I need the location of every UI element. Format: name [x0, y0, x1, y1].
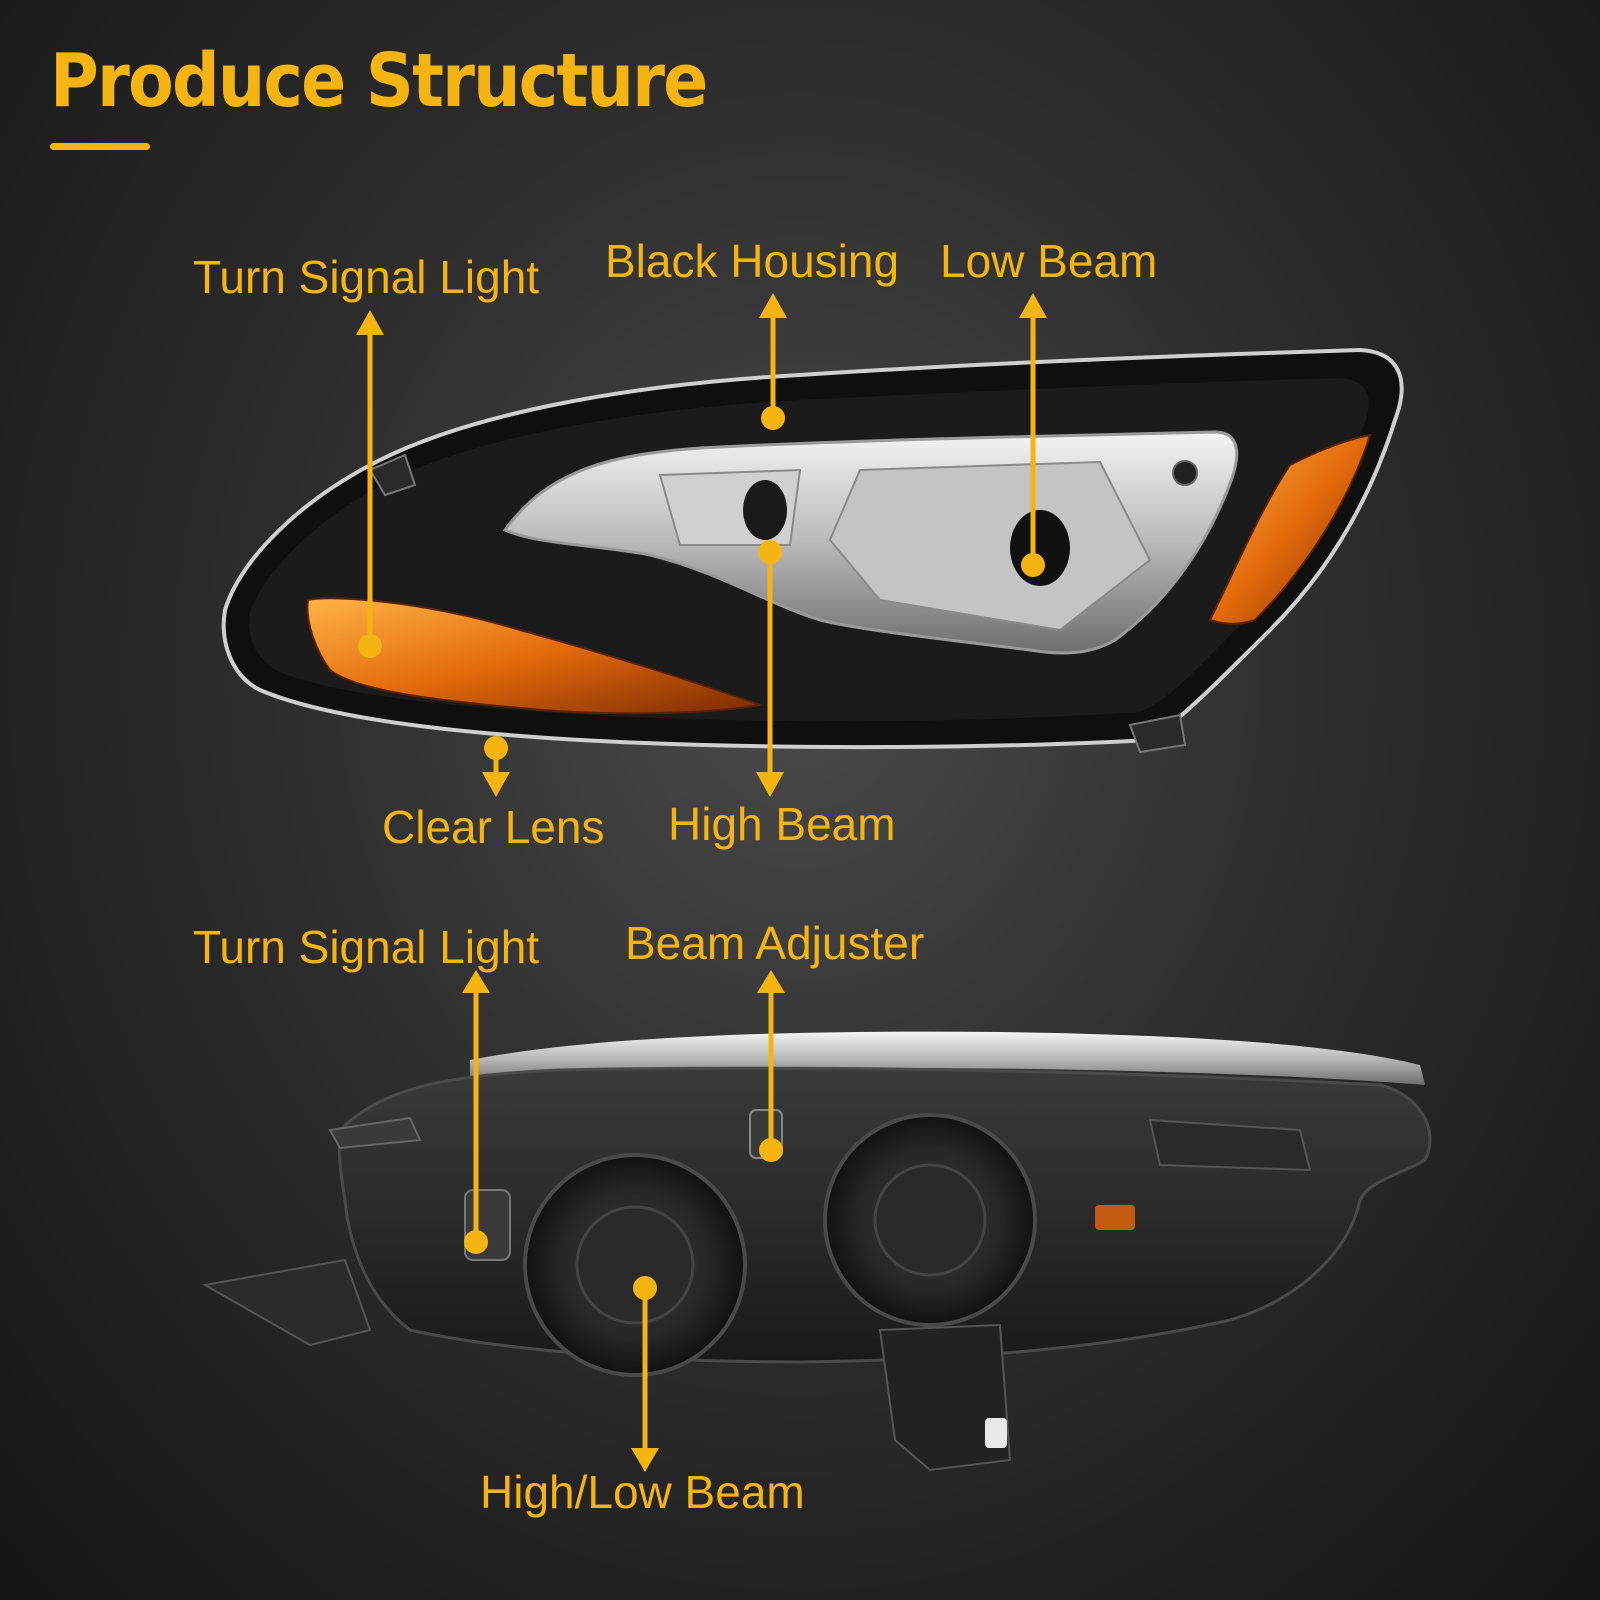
- callout-dot: [1021, 553, 1045, 577]
- high-low-beam-cap-center: [575, 1205, 695, 1325]
- label-beam-adjuster: Beam Adjuster: [625, 917, 925, 969]
- callout-dot: [758, 540, 782, 564]
- label-high-beam: High Beam: [668, 798, 896, 850]
- label-rear-turn-signal: Turn Signal Light: [193, 921, 540, 973]
- adjuster-screw: [1172, 460, 1198, 486]
- low-beam-reflector: [828, 460, 1152, 632]
- callout-dot: [484, 736, 508, 760]
- callout-arrow: [462, 970, 490, 993]
- callout-arrow: [757, 970, 785, 993]
- front-headlight: [221, 347, 1404, 754]
- callouts: [356, 293, 1047, 1472]
- right-bracket: [1148, 1118, 1312, 1172]
- callout-arrow: [631, 1448, 659, 1472]
- rear-headlight: [202, 1031, 1432, 1472]
- callout-dot: [633, 1276, 657, 1300]
- label-front-turn-signal: Turn Signal Light: [193, 251, 540, 303]
- label-low-beam: Low Beam: [940, 235, 1158, 287]
- left-bracket: [202, 1258, 372, 1347]
- label-clear-lens: Clear Lens: [382, 801, 605, 853]
- mounting-tab: [368, 453, 417, 497]
- callout-dot: [761, 406, 785, 430]
- white-clip: [985, 1418, 1007, 1448]
- callout-arrow: [756, 772, 784, 797]
- callout-arrow: [1019, 293, 1047, 318]
- label-black-housing: Black Housing: [605, 235, 900, 287]
- second-bulb-cap-center: [873, 1163, 987, 1277]
- high-beam-bulb: [743, 480, 787, 540]
- callout-dot: [358, 634, 382, 658]
- callout-dot: [464, 1230, 488, 1254]
- title-underline: [50, 143, 150, 150]
- orange-connector: [1095, 1205, 1135, 1230]
- page-title: Produce Structure: [50, 38, 708, 124]
- callout-arrow: [759, 293, 787, 318]
- top-clip: [328, 1116, 422, 1150]
- callout-arrow: [482, 772, 510, 797]
- lens-top-edge: [470, 1031, 1425, 1085]
- amber-side-marker: [1208, 433, 1372, 625]
- amber-turn-signal-lens: [306, 597, 764, 715]
- label-high-low-beam: High/Low Beam: [480, 1466, 805, 1518]
- callout-arrow: [356, 310, 384, 335]
- mounting-tab: [1128, 713, 1187, 754]
- lower-mount: [878, 1323, 1012, 1472]
- callout-dot: [759, 1138, 783, 1162]
